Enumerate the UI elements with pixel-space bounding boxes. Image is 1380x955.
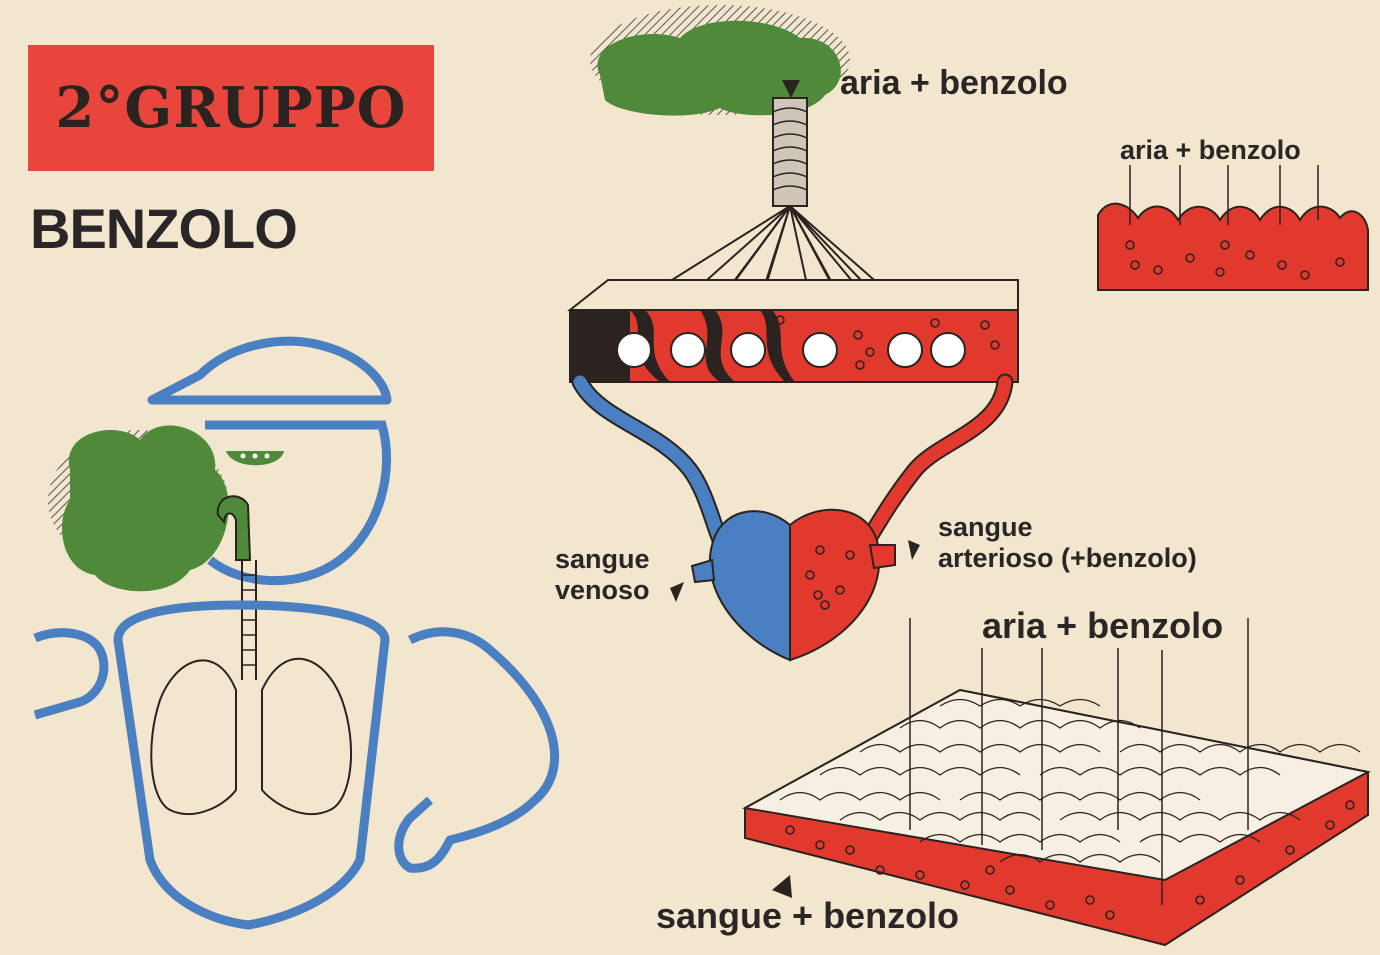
small-alveolus-diagram bbox=[1097, 165, 1369, 291]
label-venous-line2: venoso bbox=[555, 575, 650, 605]
heart bbox=[670, 508, 920, 662]
label-surface-air: aria + benzolo bbox=[982, 605, 1224, 646]
windpipe bbox=[772, 80, 808, 207]
label-arterial-blood: sangue arterioso (+benzolo) bbox=[938, 512, 1197, 574]
alveoli-heart-diagram bbox=[567, 5, 1019, 662]
torso-outline bbox=[113, 600, 390, 930]
label-venous-line1: sangue bbox=[555, 544, 650, 574]
label-arterial-line2: arterioso (+benzolo) bbox=[938, 543, 1197, 573]
head-cap-outline bbox=[147, 336, 392, 405]
smoke-cloud-top bbox=[590, 5, 850, 116]
label-alveolus-air: aria + benzolo bbox=[1120, 135, 1301, 165]
smoke-cloud-left bbox=[48, 425, 229, 592]
right-lung bbox=[261, 657, 352, 815]
substance-title: BENZOLO bbox=[30, 197, 298, 260]
head-face-outline bbox=[205, 420, 392, 586]
label-top-air: aria + benzolo bbox=[840, 64, 1068, 102]
label-venous-blood: sangue venoso bbox=[555, 544, 650, 606]
nose-airway bbox=[216, 495, 252, 561]
alveolar-surface-diagram bbox=[742, 618, 1371, 947]
label-arterial-line1: sangue bbox=[938, 512, 1033, 542]
group-title-box: 2°GRUPPO bbox=[28, 45, 434, 171]
alveolar-tissue-block bbox=[567, 279, 1019, 383]
human-figure bbox=[33, 336, 559, 930]
label-blood-benzene: sangue + benzolo bbox=[656, 895, 960, 936]
right-arm bbox=[394, 627, 559, 873]
left-arm bbox=[33, 628, 109, 720]
left-lung bbox=[150, 659, 237, 816]
group-title: 2°GRUPPO bbox=[55, 75, 407, 141]
